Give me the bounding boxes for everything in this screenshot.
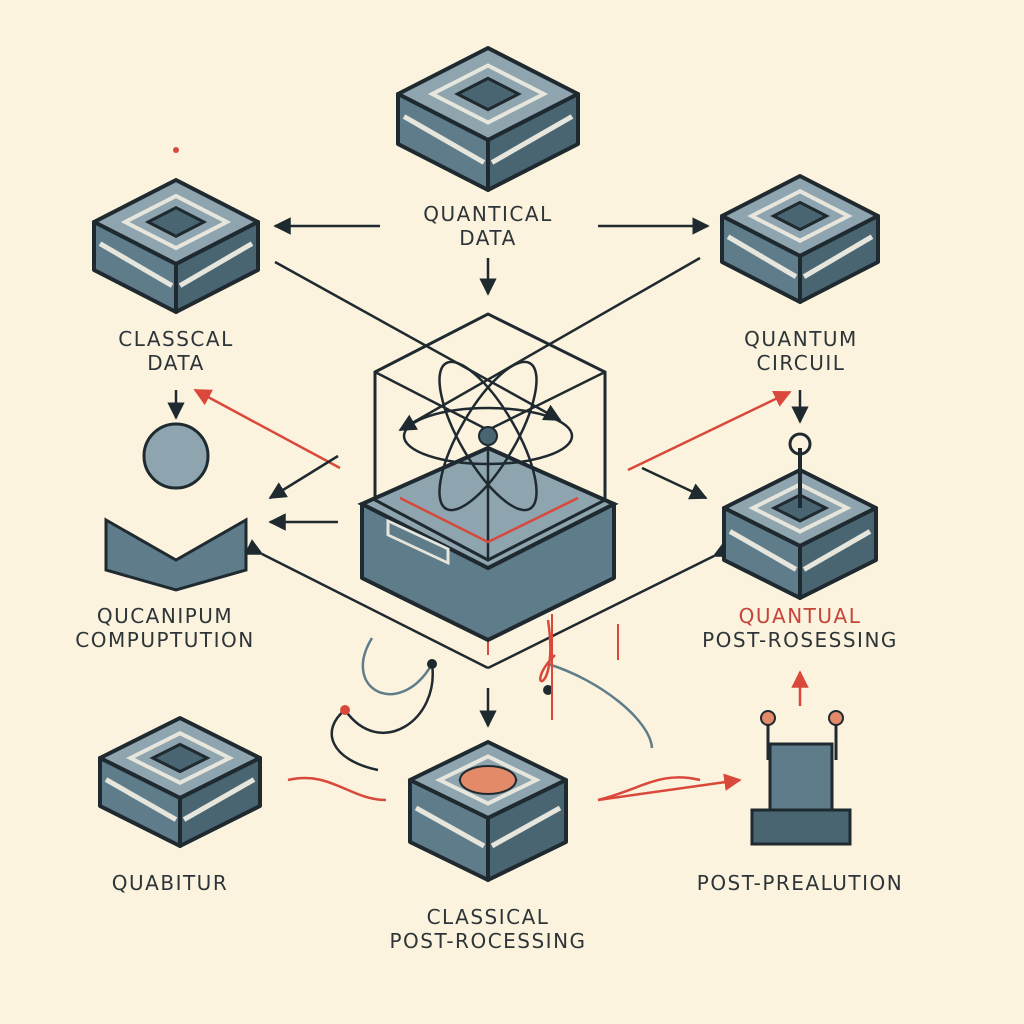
- node-quantum-core: [357, 312, 619, 642]
- arrow-core-to-circuit: [627, 390, 792, 472]
- line-computation-base: [243, 539, 489, 670]
- atom-icon: [402, 360, 574, 512]
- node-quantum-circuit-right-stripe: [802, 234, 874, 279]
- node-quantical-data: [396, 46, 580, 192]
- atom-nucleus: [478, 426, 498, 446]
- arrow-classical-to-prealution: [597, 773, 742, 802]
- arrow-core-to-computation-1: [268, 454, 339, 500]
- atom-orbit-0: [402, 406, 574, 466]
- wave-right: [597, 776, 701, 802]
- node-quantum-circuit-top-pattern: [747, 188, 853, 244]
- node-layer: [92, 46, 880, 882]
- wire-node-1: [340, 705, 350, 715]
- node-quantual-post-right-face: [798, 506, 878, 600]
- curve-left-tail: [343, 663, 434, 734]
- label-post-prealution: POST-PREALUTION: [696, 871, 904, 895]
- atom-orbit-2: [438, 360, 538, 512]
- wave-left: [287, 776, 387, 802]
- curve-right-tail: [547, 662, 654, 749]
- core-base-vent: [386, 518, 450, 566]
- tower-antenna-tip-0: [760, 710, 776, 726]
- wire-node-0: [427, 659, 437, 669]
- node-computation: [104, 422, 248, 592]
- arrow-core-to-classical: [193, 388, 341, 470]
- node-classical-post-top-pattern: [435, 754, 541, 806]
- node-classical-post: [408, 740, 568, 882]
- connector-layer: [167, 147, 809, 802]
- core-glass-cage: [373, 312, 607, 562]
- node-classical-post-right-face: [486, 778, 568, 882]
- node-quantual-post-top-pattern: [748, 482, 852, 534]
- curve-left-loop: [361, 637, 434, 696]
- node-quantum-circuit-left-stripe: [726, 234, 798, 279]
- node-quantum-circuit-top-core: [770, 200, 830, 232]
- line-classical-cross: [274, 260, 562, 422]
- wire-node-2: [543, 685, 553, 695]
- node-classical-post-right-stripe: [490, 805, 562, 849]
- node-classical-data-right-face: [174, 220, 260, 314]
- node-quabitur-right-face: [178, 756, 262, 848]
- tower-base: [750, 808, 852, 846]
- node-quabitur-top-core: [149, 742, 211, 774]
- node-quantical-data-top-pattern: [427, 63, 549, 125]
- classical-post-chip: [459, 765, 517, 795]
- node-classical-data-top-pattern: [120, 193, 232, 251]
- red-dot: [173, 147, 179, 153]
- node-classical-data-left-stripe: [98, 241, 174, 288]
- node-post-probe: [788, 432, 812, 508]
- label-quabitur: QUABITUR: [111, 871, 229, 895]
- node-quantical-data-right-stripe: [490, 114, 574, 165]
- node-quantical-data-top-core: [454, 76, 522, 112]
- node-quantual-post-left-stripe: [728, 529, 798, 572]
- node-quabitur-left-stripe: [104, 777, 178, 822]
- node-quabitur-top-pattern: [125, 730, 235, 786]
- tower-antenna-tip-1: [828, 710, 844, 726]
- tower-body: [768, 742, 834, 816]
- atom-orbit-1: [438, 360, 538, 512]
- node-quantual-post-right-stripe: [802, 529, 872, 572]
- node-classical-data-top-core: [144, 206, 208, 238]
- core-red-trace: [399, 496, 579, 544]
- node-quantical-data-left-stripe: [402, 114, 486, 165]
- node-quabitur: [98, 716, 262, 848]
- curve-left-hook: [330, 709, 379, 772]
- arrow-core-to-postprocess: [641, 466, 708, 500]
- node-quabitur-right-stripe: [182, 777, 256, 822]
- curve-right-loop: [539, 619, 556, 683]
- node-classical-post-left-stripe: [414, 805, 486, 849]
- node-classical-data-right-stripe: [178, 241, 254, 288]
- line-postprocess-base: [487, 541, 732, 670]
- probe-head: [788, 432, 812, 456]
- node-quantum-circuit: [720, 174, 880, 304]
- node-quantical-data-right-face: [486, 92, 580, 192]
- qubit-sphere-icon: [142, 422, 210, 490]
- node-post-prealution: [750, 710, 852, 846]
- open-book-icon: [104, 517, 248, 592]
- node-classical-data: [92, 178, 260, 314]
